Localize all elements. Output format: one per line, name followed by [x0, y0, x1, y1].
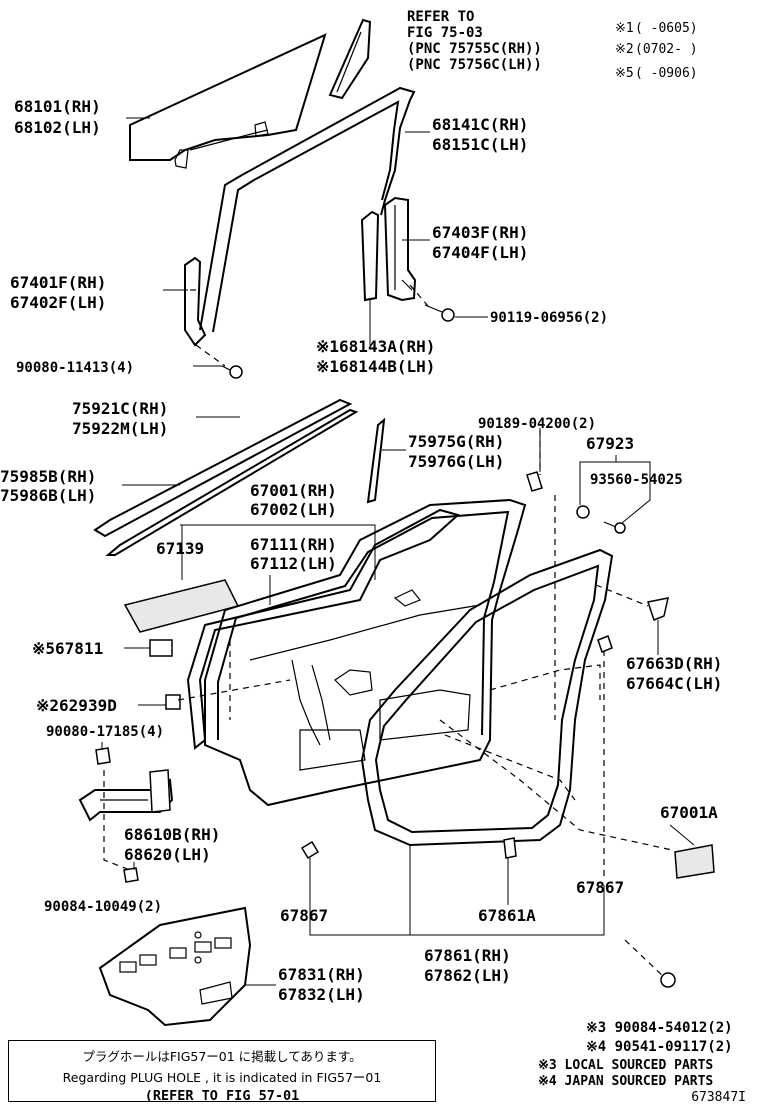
label-check-lh: 68620(LH) — [124, 845, 211, 864]
side-moulding-drawing — [366, 417, 386, 504]
nut-90084-drawing — [660, 972, 676, 988]
label-molding-lh: 75922M(LH) — [72, 419, 168, 438]
label-glass-lh: 68102(LH) — [14, 118, 101, 137]
leader-lines — [101, 117, 695, 986]
clip-67867-right-drawing — [597, 635, 613, 653]
label-panel-lh: 67112(LH) — [250, 554, 337, 573]
legend-mark-3: ※5 — [615, 66, 634, 81]
legend-mark-1: ※1 — [615, 21, 634, 36]
label-frame-rear-rh: 67403F(RH) — [432, 223, 528, 242]
figure-id: 673847I — [691, 1090, 746, 1105]
belt-moulding-drawing — [93, 398, 359, 556]
label-bolt-90080-11413: 90080-11413(4) — [16, 360, 134, 376]
door-assy-67001a-drawing — [674, 844, 715, 879]
service-cover-drawing — [98, 906, 252, 1027]
screw-93560-drawing — [603, 521, 626, 534]
rear-frame-drawing — [383, 196, 417, 302]
legend-range-2: (0702- ) — [635, 42, 698, 57]
label-clip-90189: 90189-04200(2) — [478, 416, 596, 432]
label-glass-rh: 68101(RH) — [14, 97, 101, 116]
legend-range-3: ( -0906) — [635, 66, 698, 81]
label-screw-93560: 93560-54025 — [590, 472, 683, 488]
note-line-refer: (REFER TO FIG 57-01 — [144, 1088, 300, 1104]
weatherstrip-drawing — [360, 548, 614, 847]
bolt-90080-17185-drawing — [95, 747, 111, 765]
label-door-lh: 67002(LH) — [250, 500, 337, 519]
label-door-assy-67001a: 67001A — [660, 803, 718, 822]
label-bolt-90084-10049: 90084-10049(2) — [44, 899, 162, 915]
label-door-rh: 67001(RH) — [250, 481, 337, 500]
plug-hole-note: プラグホールはFIG57ー01 に掲載してあります。 Regarding PLU… — [8, 1040, 436, 1104]
label-frame-front-lh: 67402F(LH) — [10, 293, 106, 312]
label-run-lower-rh: ※168143A(RH) — [316, 337, 435, 356]
sheet-67811-drawing — [149, 639, 173, 657]
clip-67861a-drawing — [503, 837, 517, 859]
bolt-90080-11413-drawing — [221, 365, 243, 379]
door-check-drawing — [78, 769, 174, 822]
label-cover-rh: 67831(RH) — [278, 965, 365, 984]
label-molding-rh: 75921C(RH) — [72, 399, 168, 418]
note-line-en: Regarding PLUG HOLE , it is indicated in… — [62, 1070, 382, 1085]
label-run-lower-lh: ※168144B(LH) — [316, 357, 435, 376]
label-clip-67867-right: 67867 — [576, 878, 624, 897]
label-cap-67923: 67923 — [586, 434, 634, 453]
label-molding2-lh: 75986B(LH) — [0, 486, 96, 505]
refer-line-2: FIG 75-03 — [407, 25, 483, 41]
label-panel-rh: 67111(RH) — [250, 535, 337, 554]
refer-line-1: REFER TO — [407, 9, 474, 25]
plug-62939-drawing — [165, 694, 181, 710]
label-molding3-lh: 75976G(LH) — [408, 452, 504, 471]
label-cover-lh: 67832(LH) — [278, 985, 365, 1004]
front-frame-drawing — [184, 256, 207, 347]
part-labels: 68101(RH) 68102(LH) 68141C(RH) 68151C(LH… — [0, 97, 733, 1089]
label-clip-67861a: 67861A — [478, 906, 536, 925]
outer-panel-drawing — [186, 508, 461, 750]
label-clip-67867-left: 67867 — [280, 906, 328, 925]
bolt-90084-10049-drawing — [123, 867, 139, 883]
label-bolt-90119: 90119-06956(2) — [490, 310, 608, 326]
note-line-jp: プラグホールはFIG57ー01 に掲載してあります。 — [82, 1049, 362, 1064]
legend-range-1: ( -0605) — [635, 21, 698, 36]
cap-67923-drawing — [576, 505, 590, 519]
label-run-lh: 68151C(LH) — [432, 135, 528, 154]
label-bracket-lh: 67664C(LH) — [626, 674, 722, 693]
label-bracket-rh: 67663D(RH) — [626, 654, 722, 673]
corner-piece-drawing — [328, 18, 372, 100]
label-sheet-67811: ※567811 — [32, 639, 103, 658]
bracket-67663-drawing — [647, 597, 669, 621]
label-run-rh: 68141C(RH) — [432, 115, 528, 134]
label-pad-67139: 67139 — [156, 539, 204, 558]
label-weather-rh: 67861(RH) — [424, 946, 511, 965]
label-nut-90084: ※3 90084-54012(2) — [586, 1020, 733, 1036]
label-frame-rear-lh: 67404F(LH) — [432, 243, 528, 262]
label-bolt-90080-17185: 90080-17185(4) — [46, 724, 164, 740]
label-frame-front-rh: 67401F(RH) — [10, 273, 106, 292]
clip-67867-left-drawing — [300, 840, 320, 860]
label-nut-90541: ※4 90541-09117(2) — [586, 1039, 733, 1055]
label-molding3-rh: 75975G(RH) — [408, 432, 504, 451]
refer-header: REFER TO FIG 75-03 (PNC 75755C(RH)) (PNC… — [407, 9, 542, 73]
legend: ※1 ( -0605) ※2 (0702- ) ※5 ( -0906) — [615, 21, 698, 81]
label-check-rh: 68610B(RH) — [124, 825, 220, 844]
label-note-japan: ※4 JAPAN SOURCED PARTS — [538, 1074, 713, 1089]
label-weather-lh: 67862(LH) — [424, 966, 511, 985]
lower-run-drawing — [360, 210, 380, 302]
label-note-local: ※3 LOCAL SOURCED PARTS — [538, 1058, 713, 1073]
bolt-90119-drawing — [424, 304, 455, 322]
label-molding2-rh: 75985B(RH) — [0, 467, 96, 486]
clip-90189-drawing — [526, 471, 543, 492]
refer-line-3: (PNC 75755C(RH)) — [407, 41, 542, 57]
refer-line-4: (PNC 75756C(LH)) — [407, 57, 542, 73]
legend-mark-2: ※2 — [615, 42, 634, 57]
label-plug-62939: ※262939D — [36, 696, 117, 715]
glass-run-drawing — [199, 86, 416, 333]
door-glass-drawing — [129, 33, 327, 169]
